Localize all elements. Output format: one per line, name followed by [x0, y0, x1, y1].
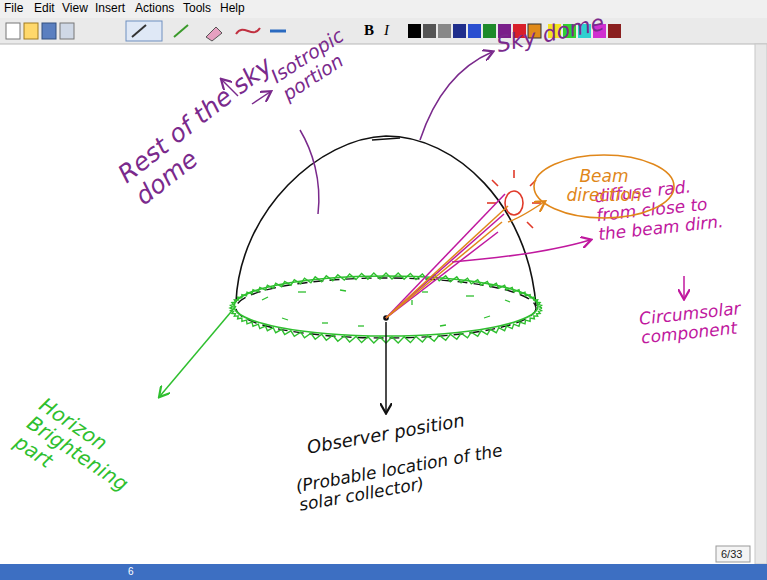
arrow-circumsolar — [683, 276, 685, 298]
menu-item: File — [4, 2, 23, 15]
dome-top-mark — [372, 138, 400, 140]
ellipse-node: Beam direction — [532, 153, 676, 220]
page-counter-box — [716, 546, 750, 562]
leader-observer — [385, 322, 387, 412]
menu-bar — [0, 0, 767, 18]
menu-item: Help — [220, 2, 245, 15]
leader-isotropic — [300, 130, 319, 214]
leader-beam — [508, 202, 544, 222]
menu-item: Tools — [183, 2, 211, 15]
circumsolar-label: Circumsolar component — [638, 298, 749, 347]
page-number: 6 — [128, 566, 134, 577]
menu-item: View — [62, 2, 88, 15]
menu-item: Insert — [95, 2, 125, 15]
toolbar-edge — [0, 44, 767, 45]
italic-button: I — [384, 22, 389, 39]
toolbar — [0, 18, 767, 44]
menu-item: Actions — [135, 2, 174, 15]
page-counter: 6/33 — [721, 548, 742, 560]
menu-item: Edit — [34, 2, 55, 15]
ground-dashes — [262, 290, 510, 326]
leader-horizon — [160, 306, 236, 396]
bold-button: B — [364, 22, 374, 39]
page-bar — [0, 564, 767, 580]
leader-diffuse — [452, 240, 590, 262]
horizon-label: Horizon Brightening part — [10, 393, 155, 521]
beam-lines — [386, 194, 508, 318]
node-text: Beam direction — [554, 167, 654, 205]
leader-sky-dome — [420, 52, 492, 140]
scrollbar — [755, 44, 767, 564]
